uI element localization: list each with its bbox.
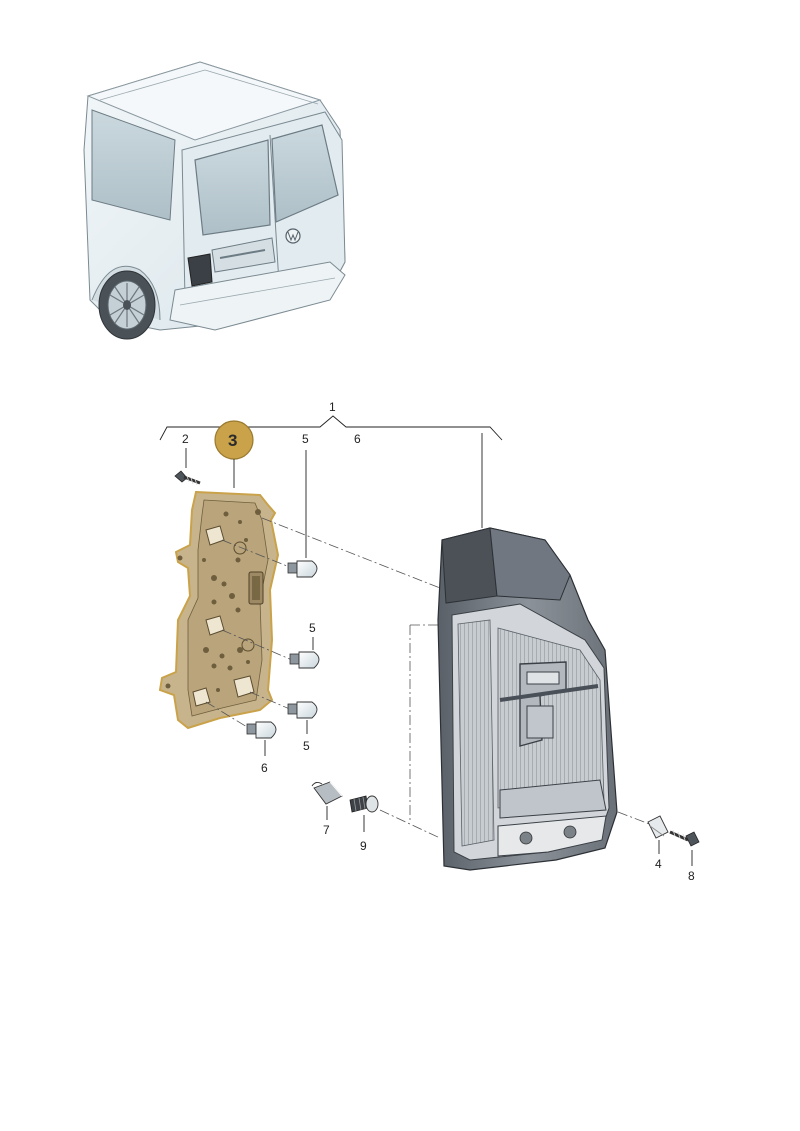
callout-3: 3	[228, 431, 237, 450]
screw-2	[174, 470, 201, 486]
callout-1: 1	[329, 400, 336, 414]
callout-6-top: 6	[354, 432, 361, 446]
clip-4	[647, 815, 669, 839]
callout-5-bottom: 5	[303, 739, 310, 753]
van-illustration	[83, 61, 346, 340]
socket-bulb-7	[311, 781, 343, 805]
callout-8: 8	[688, 869, 695, 883]
callout-5-middle: 5	[309, 621, 316, 635]
bulb-holder-plate	[158, 490, 280, 730]
callout-5-top: 5	[302, 432, 309, 446]
group-bracket	[159, 415, 503, 528]
stud-9	[349, 795, 379, 813]
alignment-lines	[205, 517, 653, 839]
bulb-5-middle	[289, 651, 320, 669]
callout-2: 2	[182, 432, 189, 446]
bulb-5-top	[287, 560, 318, 578]
callout-6-bottom: 6	[261, 761, 268, 775]
callout-4: 4	[655, 857, 662, 871]
callout-9: 9	[360, 839, 367, 853]
tail-lamp	[437, 527, 618, 871]
bulb-5-bottom	[287, 701, 318, 719]
bulb-6	[246, 721, 277, 739]
screw-8	[669, 829, 700, 847]
callout-7: 7	[323, 823, 330, 837]
